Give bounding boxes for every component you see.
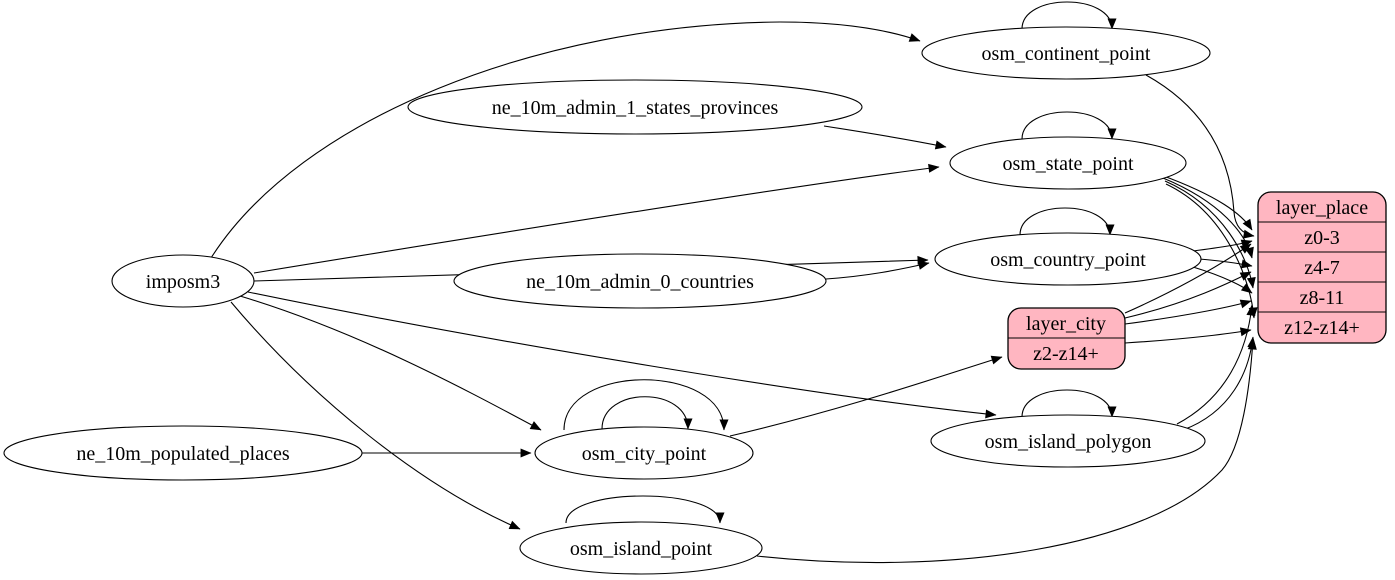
node-osm_country_point: osm_country_point: [934, 232, 1202, 286]
self-loop-osm_island_point: [565, 495, 725, 524]
node-ellipse: [111, 254, 255, 308]
record-box: [1257, 191, 1387, 344]
node-ellipse: [934, 232, 1202, 286]
edge-imposm3-to-osm_city_point: [239, 295, 542, 431]
node-ellipse: [534, 426, 754, 480]
node-label: ne_10m_populated_places: [76, 443, 289, 465]
edge-ne_10m_admin_1_states_provinces-to-osm_state_point: [823, 125, 947, 150]
record-row-z4-7: z4-7: [1304, 257, 1340, 279]
node-osm_state_point: osm_state_point: [949, 136, 1187, 190]
edge-imposm3-to-osm_state_point: [253, 163, 940, 274]
record-layer_city: layer_city z2-z14+: [1007, 307, 1126, 370]
edge-imposm3-to-osm_island_polygon: [247, 291, 997, 419]
record-row-z12-z14: z12-z14+: [1284, 317, 1360, 339]
self-loop-osm_city_point-inner: [601, 396, 693, 430]
node-label: imposm3: [146, 271, 220, 293]
node-ellipse: [921, 26, 1211, 80]
node-ellipse: [519, 521, 763, 575]
node-ellipse: [3, 425, 363, 481]
node-label: osm_continent_point: [982, 43, 1151, 65]
node-ellipse: [453, 253, 827, 309]
edge-osm_country_point-to-layer_place-z4-7: [1198, 258, 1253, 269]
edge-osm_continent_point-to-layer_place-z0-3: [1145, 74, 1255, 239]
edges: [210, 1, 1258, 564]
edge-imposm3-to-osm_continent_point: [210, 21, 921, 259]
edge-layer_city-to-layer_place-z12-z14: [1124, 327, 1252, 344]
edge-layer_city-to-layer_place-z4-7: [1124, 271, 1252, 319]
self-loop-osm_country_point: [1019, 207, 1115, 236]
node-ne_10m_admin_1_states_provinces: ne_10m_admin_1_states_provinces: [407, 79, 863, 135]
node-osm_city_point: osm_city_point: [534, 426, 754, 480]
record-title: layer_place: [1276, 197, 1368, 219]
record-layer_place: layer_place z0-3 z4-7 z8-11 z12-z14+: [1257, 191, 1387, 344]
edge-osm_state_point-to-layer_place-z0-3: [1160, 174, 1253, 231]
record-title: layer_city: [1026, 313, 1106, 335]
edge-osm_state_point-to-layer_place-z12-z14: [1165, 183, 1258, 319]
edge-layer_city-to-layer_place-z8-11: [1124, 299, 1252, 325]
record-row-z2-z14: z2-z14+: [1033, 343, 1099, 365]
self-loop-osm_state_point: [1021, 111, 1117, 140]
node-ellipse: [949, 136, 1187, 190]
edge-osm_city_point-to-layer_city-z2-z14: [729, 355, 1003, 437]
self-loop-osm_city_point-outer: [563, 379, 729, 431]
node-imposm3: imposm3: [111, 254, 255, 308]
node-label: osm_country_point: [990, 249, 1146, 271]
node-osm_island_point: osm_island_point: [519, 521, 763, 575]
node-ellipse: [930, 414, 1206, 468]
self-loop-osm_continent_point: [1021, 1, 1117, 30]
self-loop-osm_island_polygon: [1021, 389, 1117, 418]
edge-imposm3-to-osm_island_point: [230, 301, 521, 530]
record-row-z0-3: z0-3: [1304, 227, 1340, 249]
node-label: osm_state_point: [1002, 153, 1134, 175]
node-osm_continent_point: osm_continent_point: [921, 26, 1211, 80]
edge-ne_10m_admin_0_countries-to-osm_country_point: [825, 260, 930, 280]
edge-osm_country_point-to-layer_place-z0-3: [1192, 239, 1253, 252]
edge-osm_island_polygon-to-layer_place-z8-11: [1176, 304, 1256, 425]
edge-layer_city-to-layer_place-z0-3: [1124, 243, 1252, 314]
edge-osm_island_polygon-to-layer_place-z12-z14: [1182, 336, 1257, 431]
node-ne_10m_admin_0_countries: ne_10m_admin_0_countries: [453, 253, 827, 309]
node-label: ne_10m_admin_0_countries: [526, 271, 754, 293]
node-label: osm_island_point: [570, 538, 713, 560]
edge-osm_island_point-to-layer_place-z12-z14: [756, 338, 1257, 564]
node-ne_10m_populated_places: ne_10m_populated_places: [3, 425, 363, 481]
edge-osm_country_point-to-layer_place-z8-11: [1192, 266, 1253, 294]
node-osm_island_polygon: osm_island_polygon: [930, 414, 1206, 468]
node-label: osm_city_point: [582, 443, 707, 465]
node-ellipse: [407, 79, 863, 135]
node-label: osm_island_polygon: [985, 431, 1152, 453]
record-row-z8-11: z8-11: [1300, 287, 1345, 309]
node-label: ne_10m_admin_1_states_provinces: [492, 97, 779, 119]
